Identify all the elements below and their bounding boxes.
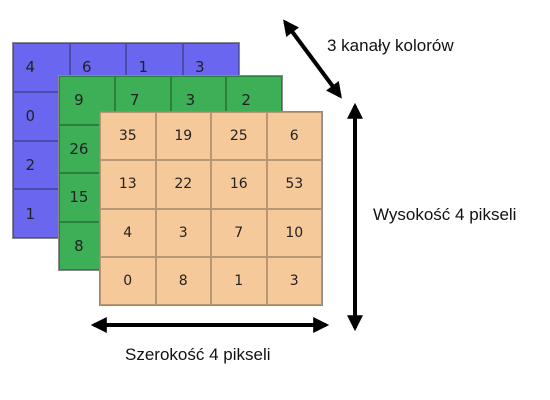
orange-cell: 35 [100, 112, 156, 161]
orange-cell: 53 [266, 160, 322, 209]
green-cell: 9 [59, 76, 115, 125]
orange-cell: 0 [100, 256, 156, 305]
width-label: Szerokość 4 pikseli [125, 345, 271, 364]
orange-cell: 4 [100, 208, 156, 257]
height-label: Wysokość 4 pikseli [373, 205, 517, 224]
channels-arrow [283, 19, 342, 99]
blue-cell: 4 [13, 43, 70, 92]
orange-cell: 3 [266, 256, 322, 305]
orange-cell: 16 [211, 160, 267, 209]
orange-cell: 10 [266, 208, 322, 257]
orange-cell: 7 [211, 208, 267, 257]
orange-cell: 19 [155, 112, 211, 161]
orange-cell: 8 [155, 256, 211, 305]
orange-cell: 6 [266, 112, 322, 161]
orange-cell: 1 [211, 256, 267, 305]
orange-cell: 3 [155, 208, 211, 257]
orange-channel-grid: 35 19 25 6 13 22 16 53 4 3 7 10 0 8 1 3 [99, 111, 323, 306]
orange-cell: 13 [100, 160, 156, 209]
orange-cell: 22 [155, 160, 211, 209]
channels-label: 3 kanały kolorów [327, 36, 454, 55]
orange-cell: 25 [211, 112, 267, 161]
